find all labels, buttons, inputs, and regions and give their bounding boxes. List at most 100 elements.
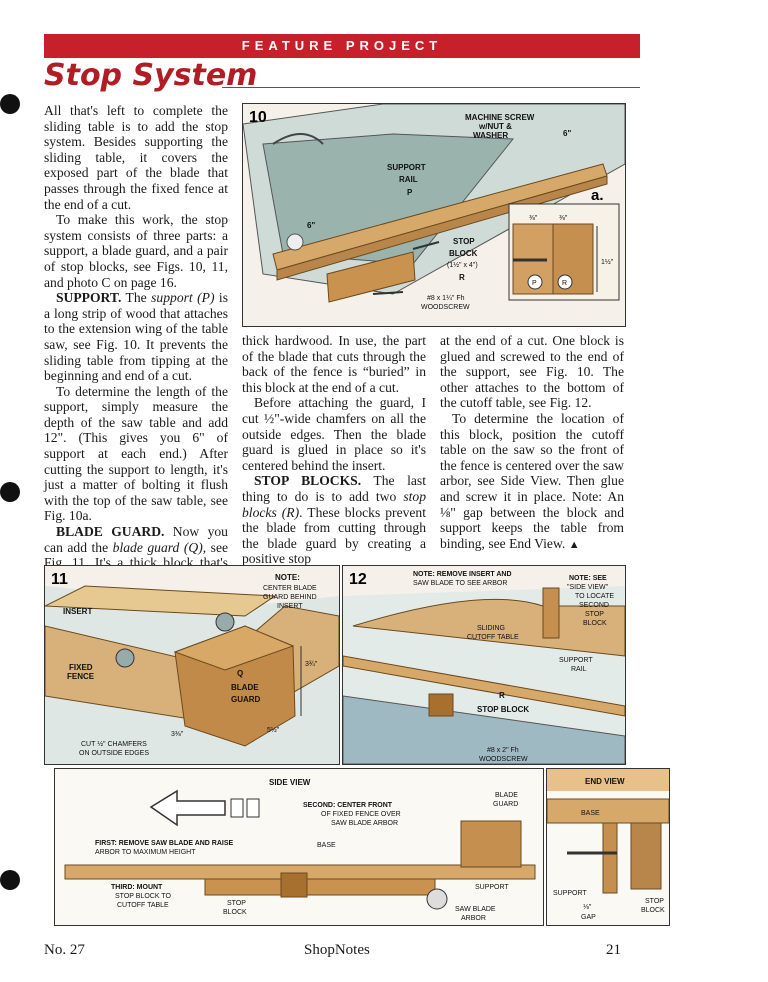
svg-text:FENCE: FENCE: [67, 672, 95, 681]
binder-hole-bottom: [0, 870, 20, 890]
svg-text:STOP: STOP: [645, 898, 664, 905]
svg-text:MACHINE SCREW: MACHINE SCREW: [465, 113, 535, 122]
article-title: Stop System: [44, 58, 258, 93]
svg-text:#8 x 2" Fh: #8 x 2" Fh: [487, 747, 519, 754]
figure-number: 10: [249, 109, 267, 126]
paragraph: To make this work, the stop system consi…: [44, 212, 228, 290]
end-view: END VIEW BASE SUPPORT ⅛" GAP STOP BLOCK: [546, 768, 670, 926]
svg-text:GUARD: GUARD: [231, 695, 261, 704]
end-mark-icon: ▲: [568, 538, 580, 551]
svg-text:CUTOFF TABLE: CUTOFF TABLE: [117, 902, 169, 909]
svg-text:INSERT: INSERT: [63, 607, 92, 616]
svg-text:SUPPORT: SUPPORT: [559, 657, 593, 664]
svg-text:"SIDE VIEW": "SIDE VIEW": [567, 584, 609, 591]
svg-text:THIRD: MOUNT: THIRD: MOUNT: [111, 884, 163, 891]
binder-hole-middle: [0, 482, 20, 502]
svg-text:⅜": ⅜": [529, 215, 538, 222]
paragraph: All that's left to complete the sliding …: [44, 103, 228, 212]
svg-text:R: R: [459, 273, 465, 282]
svg-text:3¾": 3¾": [305, 661, 318, 668]
svg-text:#8 x 1¼" Fh: #8 x 1¼" Fh: [427, 295, 465, 302]
svg-text:BLADE: BLADE: [495, 792, 518, 799]
svg-text:6": 6": [307, 221, 315, 230]
svg-text:⅜": ⅜": [559, 215, 568, 222]
figure-number: 11: [51, 571, 68, 588]
paragraph: Before attaching the guard, I cut ½"-wid…: [242, 395, 426, 473]
svg-text:BASE: BASE: [317, 842, 336, 849]
detail-letter: a.: [591, 187, 604, 204]
svg-text:BASE: BASE: [581, 810, 600, 817]
paragraph: SUPPORT. The support (P) is a long strip…: [44, 290, 228, 384]
svg-text:⅛": ⅛": [583, 904, 592, 911]
svg-text:3⅜": 3⅜": [171, 731, 184, 738]
issue-number: No. 27: [44, 942, 85, 958]
run-in-head: BLADE GUARD.: [56, 524, 165, 540]
title-rule: [222, 87, 640, 88]
svg-text:w/NUT &: w/NUT &: [478, 122, 512, 131]
binder-hole-top: [0, 94, 20, 114]
paragraph: To determine the location of this block,…: [440, 410, 624, 551]
svg-text:BLOCK: BLOCK: [583, 620, 607, 627]
svg-text:ARBOR TO MAXIMUM HEIGHT: ARBOR TO MAXIMUM HEIGHT: [95, 849, 196, 856]
text-column-2: thick hardwood. In use, the part of the …: [242, 333, 426, 567]
svg-text:(1½" x 4"): (1½" x 4"): [447, 261, 478, 269]
side-view-title: SIDE VIEW: [269, 778, 311, 787]
svg-text:BLADE: BLADE: [231, 683, 259, 692]
end-view-title: END VIEW: [585, 777, 625, 786]
svg-text:CENTER BLADE: CENTER BLADE: [263, 585, 317, 592]
svg-text:5½": 5½": [267, 726, 280, 734]
svg-text:P: P: [407, 188, 413, 197]
svg-text:FIXED: FIXED: [69, 663, 93, 672]
svg-text:GAP: GAP: [581, 914, 596, 921]
svg-text:FIRST: REMOVE SAW BLADE AND RA: FIRST: REMOVE SAW BLADE AND RAISE: [95, 840, 234, 847]
svg-text:1½": 1½": [601, 258, 614, 266]
svg-text:STOP: STOP: [227, 900, 246, 907]
svg-text:SUPPORT: SUPPORT: [475, 884, 509, 891]
svg-text:SUPPORT: SUPPORT: [553, 890, 587, 897]
svg-text:NOTE: SEE: NOTE: SEE: [569, 575, 607, 582]
run-in-head: SUPPORT.: [56, 290, 122, 306]
svg-text:SLIDING: SLIDING: [477, 625, 505, 632]
svg-text:ON OUTSIDE EDGES: ON OUTSIDE EDGES: [79, 750, 149, 757]
svg-text:R: R: [499, 691, 505, 700]
svg-text:RAIL: RAIL: [399, 175, 418, 184]
svg-text:STOP: STOP: [453, 237, 475, 246]
paragraph: at the end of a cut. One block is glued …: [440, 333, 624, 411]
svg-text:Q: Q: [237, 669, 243, 678]
svg-text:TO LOCATE: TO LOCATE: [575, 593, 614, 600]
feature-banner: FEATURE PROJECT: [44, 34, 640, 58]
svg-text:SUPPORT: SUPPORT: [387, 163, 426, 172]
svg-text:SAW BLADE TO SEE ARBOR: SAW BLADE TO SEE ARBOR: [413, 580, 507, 587]
svg-text:NOTE: REMOVE INSERT AND: NOTE: REMOVE INSERT AND: [413, 571, 512, 578]
svg-text:STOP BLOCK TO: STOP BLOCK TO: [115, 893, 171, 900]
text-column-1: All that's left to complete the sliding …: [44, 103, 228, 602]
svg-text:WASHER: WASHER: [473, 131, 508, 140]
svg-text:OF FIXED FENCE OVER: OF FIXED FENCE OVER: [321, 811, 401, 818]
svg-text:CUT ½" CHAMFERS: CUT ½" CHAMFERS: [81, 740, 147, 748]
figure-12: 12 NOTE: REMOVE INSERT AND SAW BLADE TO …: [342, 565, 626, 765]
svg-text:BLOCK: BLOCK: [449, 249, 478, 258]
side-view: SIDE VIEW SECOND: CENTER FRONT OF FIXED …: [54, 768, 544, 926]
svg-text:BLOCK: BLOCK: [641, 907, 665, 914]
svg-text:GUARD: GUARD: [493, 801, 518, 808]
paragraph: To determine the length of the support, …: [44, 383, 228, 524]
svg-text:SECOND: SECOND: [579, 602, 609, 609]
svg-text:P: P: [532, 280, 537, 287]
svg-text:STOP: STOP: [585, 611, 604, 618]
magazine-name: ShopNotes: [304, 942, 370, 958]
figure-number: 12: [349, 571, 367, 588]
run-in-head: STOP BLOCKS.: [254, 473, 362, 489]
svg-text:R: R: [562, 280, 567, 287]
text-column-3: at the end of a cut. One block is glued …: [440, 333, 624, 553]
paragraph: thick hardwood. In use, the part of the …: [242, 333, 426, 395]
svg-text:CUTOFF TABLE: CUTOFF TABLE: [467, 634, 519, 641]
svg-text:ARBOR: ARBOR: [461, 915, 486, 922]
page-number: 21: [606, 942, 621, 958]
svg-text:BLOCK: BLOCK: [223, 909, 247, 916]
paragraph: STOP BLOCKS. The last thing to do is to …: [242, 473, 427, 567]
svg-text:6": 6": [563, 129, 571, 138]
svg-text:WOODSCREW: WOODSCREW: [421, 304, 470, 311]
svg-text:SECOND: CENTER FRONT: SECOND: CENTER FRONT: [303, 802, 393, 809]
svg-text:STOP BLOCK: STOP BLOCK: [477, 705, 529, 714]
figure-10: 10 a. MACHINE SCREW w/NUT & WASHER 6" 6"…: [242, 103, 626, 327]
